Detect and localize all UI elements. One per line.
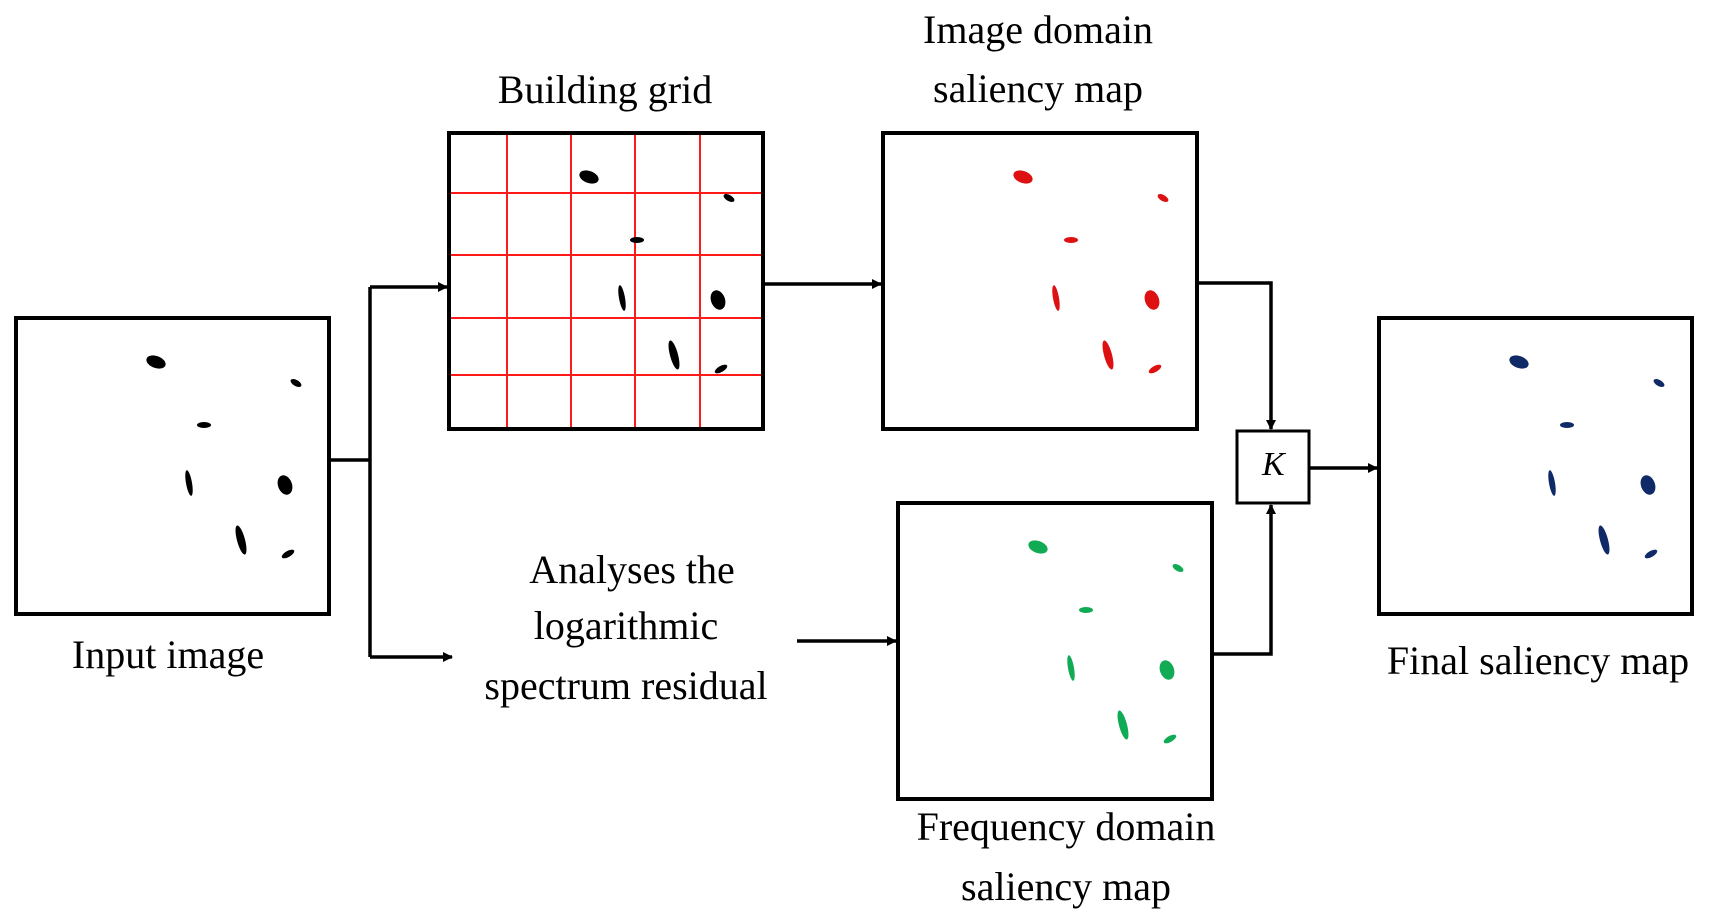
- input-image-panel: [14, 316, 331, 616]
- fusion-symbol: K: [1262, 446, 1285, 483]
- saliency-blob: [281, 549, 295, 559]
- final-saliency-panel: [1377, 316, 1694, 616]
- saliency-blob: [1548, 470, 1556, 496]
- saliency-blob: [277, 475, 293, 495]
- image-domain-label-line1: Image domain: [923, 7, 1153, 52]
- saliency-blob: [1653, 379, 1665, 387]
- input-image-label: Input image: [71, 632, 265, 677]
- saliency-blob: [1172, 564, 1184, 572]
- saliency-blob: [1163, 734, 1177, 744]
- spectrum-label-line1: Analyses the: [529, 547, 735, 592]
- saliency-blob: [1067, 655, 1075, 681]
- saliency-blob: [1157, 194, 1169, 202]
- saliency-blob: [579, 170, 599, 184]
- saliency-blob: [1052, 285, 1060, 311]
- arrow-image-to-k: [1197, 281, 1276, 430]
- saliency-blob: [1102, 340, 1114, 370]
- saliency-blob: [1560, 422, 1574, 428]
- saliency-blob: [723, 194, 735, 202]
- saliency-blob: [668, 340, 680, 370]
- saliency-blob: [1644, 549, 1658, 559]
- saliency-blob: [1079, 607, 1093, 613]
- saliency-blob: [1013, 170, 1033, 184]
- saliency-blob: [1028, 540, 1048, 554]
- grid-lines: [451, 135, 761, 427]
- saliency-blob: [235, 525, 247, 555]
- frequency-domain-blobs: [1028, 540, 1184, 744]
- saliency-blob: [185, 470, 193, 496]
- arrow-freq-to-k: [1212, 504, 1276, 656]
- spectrum-label-line3: spectrum residual: [484, 663, 768, 708]
- saliency-blob: [197, 422, 211, 428]
- image-domain-label-line2: saliency map: [933, 66, 1143, 111]
- saliency-blob: [1598, 525, 1610, 555]
- saliency-blob: [1159, 660, 1175, 680]
- saliency-blob: [1148, 364, 1162, 374]
- saliency-blob: [1064, 237, 1078, 243]
- connectors: [329, 279, 1378, 662]
- image-domain-panel: [881, 131, 1199, 431]
- saliency-blob: [1117, 710, 1129, 740]
- input-blobs: [146, 355, 302, 559]
- saliency-blob: [146, 355, 166, 369]
- saliency-blob: [618, 285, 626, 311]
- building-grid-label: Building grid: [497, 67, 713, 112]
- spectrum-label-line2: logarithmic: [533, 603, 719, 648]
- saliency-blob: [1144, 290, 1160, 310]
- final-saliency-label: Final saliency map: [1386, 638, 1690, 683]
- building-grid-panel: [447, 131, 765, 431]
- saliency-blob: [630, 237, 644, 243]
- grid-blobs: [579, 170, 735, 374]
- frequency-domain-panel: [896, 501, 1214, 801]
- saliency-blob: [714, 364, 728, 374]
- saliency-blob: [1509, 355, 1529, 369]
- frequency-domain-label-line2: saliency map: [961, 864, 1171, 909]
- frequency-domain-label-line1: Frequency domain: [916, 804, 1216, 849]
- saliency-blob: [290, 379, 302, 387]
- image-domain-blobs: [1013, 170, 1169, 374]
- saliency-blob: [710, 290, 726, 310]
- final-blobs: [1509, 355, 1665, 559]
- saliency-blob: [1640, 475, 1656, 495]
